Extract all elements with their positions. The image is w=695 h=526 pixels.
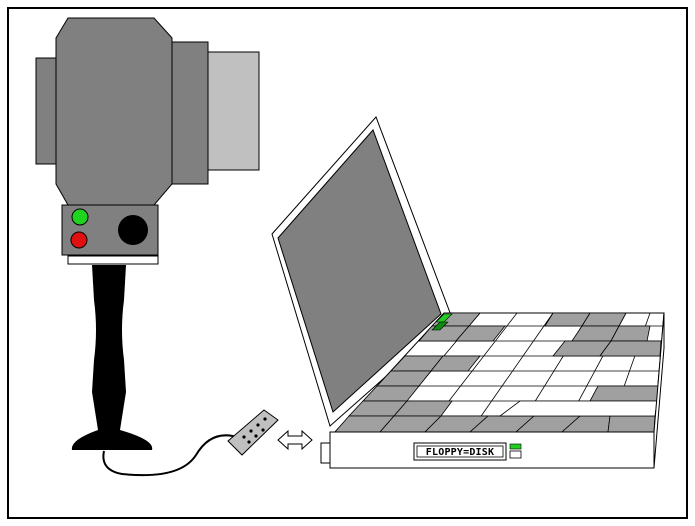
connector-pin — [247, 440, 250, 443]
camera-lens — [208, 52, 259, 170]
connector-pin — [261, 428, 264, 431]
camera-body — [56, 18, 172, 205]
key — [600, 341, 661, 356]
floppy-drive-label: FLOPPY=DISK — [426, 447, 494, 458]
camera-lens-ring — [172, 42, 208, 184]
connector-pin — [249, 429, 252, 432]
key — [590, 386, 658, 401]
connector-pin — [254, 434, 257, 437]
red-indicator-light — [71, 232, 87, 248]
floppy-drive: FLOPPY=DISK — [414, 443, 521, 460]
laptop-port — [321, 443, 330, 463]
floppy-led — [510, 444, 521, 449]
camera-rear-barrel — [36, 58, 58, 164]
connector-pin — [242, 435, 245, 438]
connector-pin — [263, 417, 266, 420]
floppy-eject-button — [510, 451, 521, 458]
connector-pin — [256, 423, 259, 426]
key — [608, 416, 655, 432]
key — [500, 401, 657, 416]
camera-record-button — [118, 215, 148, 245]
key — [582, 313, 626, 326]
camera-mount-plate — [68, 256, 158, 264]
green-indicator-light — [72, 209, 88, 225]
